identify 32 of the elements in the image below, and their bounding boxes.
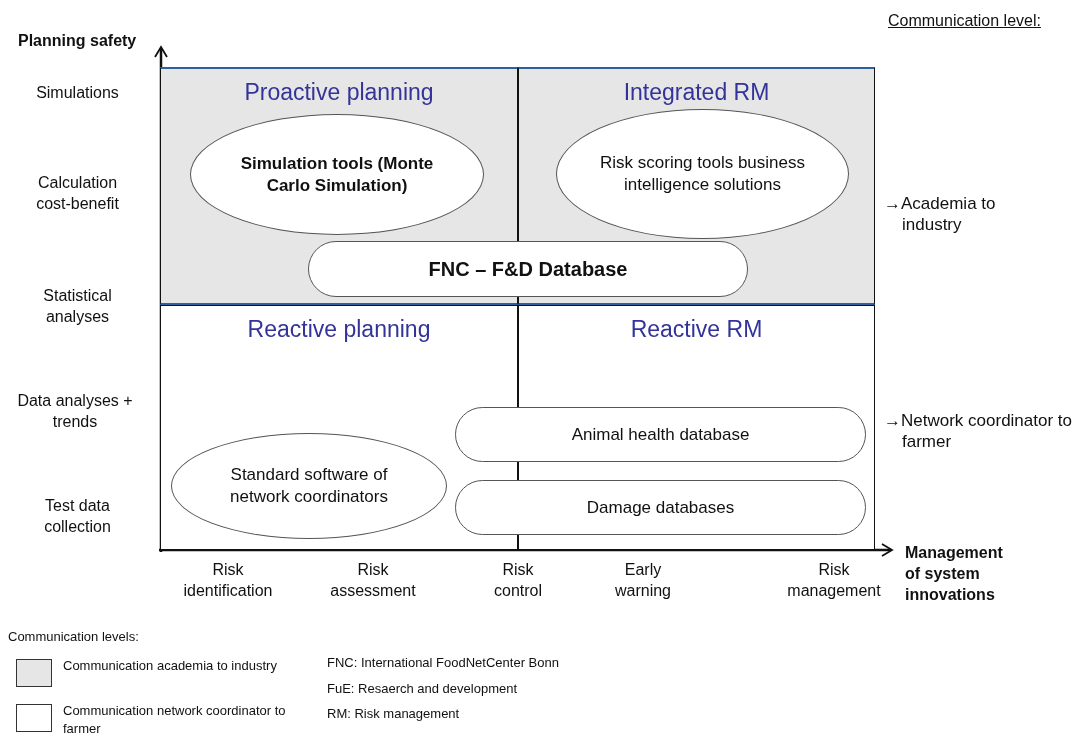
axis-title: Management of system innovations [905,543,1004,605]
level-note: →Network coordinator to farmer [884,410,1074,452]
quadrant-heading: Integrated RM [622,79,771,106]
axis-label: Calculation cost-benefit [35,173,120,214]
rounded-box: FNC – F&D Database [308,241,748,297]
axis-label: Risk control [493,560,543,601]
quadrant-heading: Proactive planning [243,79,435,106]
legend-label: Communication network coordinator to farmer [63,702,287,738]
ellipse-node: Simulation tools (Monte Carlo Simulation) [190,114,484,235]
axis-label: Statistical analyses [42,286,113,327]
note: FuE: Resaerch and development [327,680,519,697]
quadrant-heading: Reactive planning [246,316,432,343]
ellipse-node: Standard software of network coordinators [171,433,447,539]
axis-label: Early warning [614,560,672,601]
rounded-box: Damage databases [455,480,866,535]
level-note: →Academia to industry [884,193,997,235]
axis-title: Planning safety [18,31,138,51]
axis-label: Risk assessment [329,560,417,601]
axis-label: Risk identification [182,560,274,601]
note: RM: Risk management [327,705,461,722]
axis-label: Simulations [35,83,120,103]
axis-label: Test data collection [43,496,112,537]
legend-heading: Communication levels: [8,628,140,645]
axis-label: Risk management [786,560,882,601]
ellipse-node: Risk scoring tools business intelligence solutions [556,109,849,239]
note: FNC: International FoodNetCenter Bonn [327,654,560,671]
rounded-box: Animal health database [455,407,866,462]
legend-label: Communication academia to industry [63,657,278,675]
quadrant-heading: Reactive RM [629,316,764,343]
quadrant-panel [160,305,518,550]
axis-label: Data analyses + trends [16,391,134,432]
heading: Communication level: [888,11,1042,31]
